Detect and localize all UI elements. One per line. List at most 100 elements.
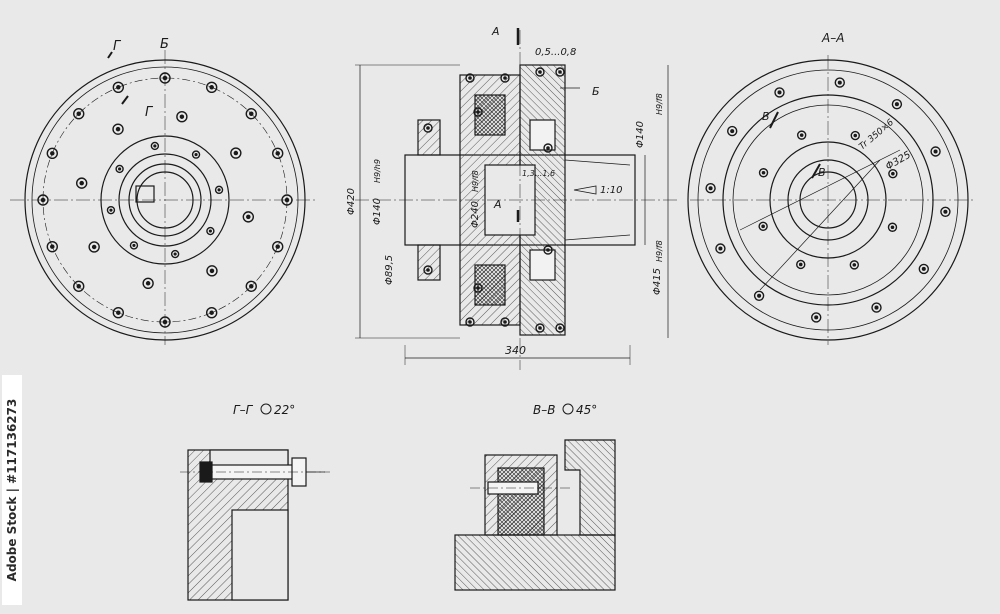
section-v-label-2: В: [818, 166, 826, 179]
inner-bolt: [176, 110, 188, 123]
flange-bolt-center: [116, 85, 121, 90]
flange-bolt: [159, 72, 171, 84]
flange-bolt: [112, 307, 125, 319]
section-bolt-center: [558, 70, 562, 74]
dimension-1-6: 1,3...1,6: [522, 169, 555, 178]
taper-ratio: 1:10: [600, 185, 622, 196]
rotation-icon-2: [562, 403, 574, 415]
left-bolt-pattern: [37, 72, 293, 328]
rotation-icon: [260, 403, 272, 415]
dimension-240: Φ240: [470, 201, 481, 228]
inner-bolt-center: [233, 150, 239, 156]
flange-bolt-center: [837, 80, 842, 85]
hub-bolt-center: [217, 188, 221, 192]
flange-bolt-center: [708, 186, 713, 191]
cut-label-g2: Г: [145, 105, 154, 120]
flange-bolt: [281, 194, 293, 206]
hub-bolt: [129, 241, 139, 250]
hub-bolt-center: [153, 144, 157, 148]
section-a-mid-label: А: [493, 198, 502, 211]
flange-bolt: [811, 312, 822, 323]
inner-bolt: [888, 168, 898, 179]
flange-bolt: [705, 183, 716, 194]
flange-bolt: [205, 307, 218, 319]
flange-bolt: [930, 146, 941, 157]
inner-bolt-center: [853, 133, 858, 138]
flange-bolt-center: [284, 197, 290, 203]
flange-bolt: [46, 240, 58, 253]
flange-bolt-center: [757, 293, 762, 298]
flange-bolt-center: [76, 111, 81, 116]
flange-bolt: [245, 108, 257, 120]
section-bolt-center: [476, 286, 480, 290]
section-v-label-1: В: [762, 110, 770, 123]
inner-bolt-center: [246, 214, 251, 220]
inner-bolt: [75, 177, 88, 189]
inner-bolt-center: [852, 263, 857, 267]
flange-bolt-center: [162, 319, 168, 325]
flange-bolt-center: [933, 149, 938, 154]
inner-bolt: [142, 277, 154, 290]
flange-bolt: [834, 77, 845, 88]
hub-bolt: [170, 249, 180, 259]
section-bolt: [500, 317, 510, 327]
section-a-top-label: А: [491, 25, 500, 38]
flange-bolt: [205, 81, 218, 93]
inner-bolt-center: [145, 281, 151, 286]
section-gg-angle: 22°: [274, 403, 295, 417]
flange-bolt: [753, 290, 765, 301]
section-bolt-center: [426, 126, 430, 130]
arrow-b-label: Б: [592, 85, 600, 98]
inner-bolt: [88, 241, 100, 253]
flange-bolt: [940, 206, 951, 217]
inner-bolt-center: [91, 244, 97, 250]
flange-bolt: [112, 81, 125, 93]
section-bolt-center: [546, 248, 550, 252]
inner-bolt-center: [890, 225, 895, 230]
section-bolt-center: [538, 70, 542, 74]
flange-bolt-center: [777, 90, 782, 95]
flange-bolt-center: [718, 246, 723, 251]
section-bolt: [473, 107, 483, 117]
section-bolt-center: [538, 326, 542, 330]
dimension-140-right: Φ140: [635, 121, 646, 148]
section-vv-title: В–В: [533, 403, 555, 417]
inner-bolt: [242, 211, 255, 223]
fit-h9-f8-a: H9/f8: [471, 170, 480, 192]
flange-bolt: [891, 99, 903, 110]
cut-label-b: Б: [160, 37, 169, 52]
section-bolt-center: [468, 320, 472, 324]
length-340: 340: [505, 344, 526, 357]
inner-bolt: [206, 265, 218, 277]
section-bolt-center: [503, 76, 507, 80]
flange-bolt: [918, 263, 929, 275]
section-bolt-center: [426, 268, 430, 272]
section-bolt-center: [468, 76, 472, 80]
section-bolt: [465, 317, 475, 327]
center-section-view: [355, 28, 680, 370]
inner-bolt: [112, 123, 124, 135]
section-bolt: [535, 67, 545, 77]
flange-bolt-center: [116, 310, 121, 315]
flange-bolt: [272, 240, 284, 253]
flange-bolt-center: [209, 85, 214, 90]
section-bolt: [543, 245, 553, 255]
hub-bolt: [150, 141, 160, 151]
flange-bolt-center: [943, 209, 948, 214]
flange-bolt-center: [814, 315, 819, 320]
inner-bolt-center: [209, 268, 215, 274]
inner-bolt-center: [179, 114, 185, 119]
flange-bolt-center: [921, 266, 926, 271]
hub-bolt-center: [194, 153, 198, 157]
section-bolt: [473, 283, 483, 293]
fit-h9-h9: H9/h9: [373, 159, 382, 183]
section-bolt: [465, 73, 475, 83]
side-watermark-text: Adobe Stock | #117136273: [5, 398, 19, 582]
gap-dimension: 0,5...0,8: [535, 47, 576, 58]
inner-bolt: [887, 222, 898, 232]
inner-bolt-center: [115, 126, 121, 132]
section-bolt: [500, 73, 510, 83]
inner-bolt-center: [761, 224, 765, 229]
fit-h9-f8-c: H9/f8: [655, 240, 664, 262]
hub-bolt-center: [173, 252, 177, 256]
